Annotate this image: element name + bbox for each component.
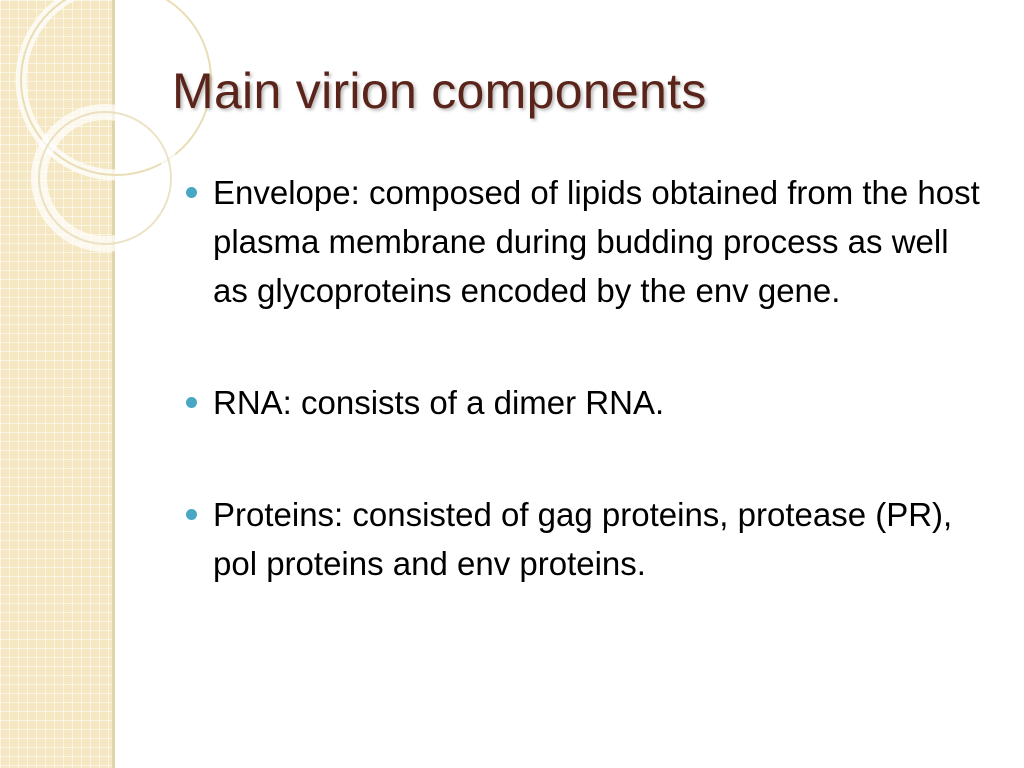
bullet-text: Envelope: composed of lipids obtained fr… — [213, 174, 980, 309]
decorative-circles — [15, 0, 217, 252]
strip-edge-divider — [112, 0, 115, 768]
bullet-list: Envelope: composed of lipids obtained fr… — [182, 168, 982, 588]
bullet-dot-icon — [186, 397, 197, 408]
bullet-dot-icon — [186, 187, 197, 198]
bullet-dot-icon — [186, 509, 197, 520]
bullet-item-rna: RNA: consists of a dimer RNA. — [182, 378, 982, 427]
bullet-text: RNA: consists of a dimer RNA. — [213, 384, 665, 421]
bullet-item-envelope: Envelope: composed of lipids obtained fr… — [182, 168, 982, 315]
bullet-item-proteins: Proteins: consisted of gag proteins, pro… — [182, 490, 982, 588]
slide-title: Main virion components — [172, 63, 707, 119]
bullet-text: Proteins: consisted of gag proteins, pro… — [213, 496, 953, 582]
